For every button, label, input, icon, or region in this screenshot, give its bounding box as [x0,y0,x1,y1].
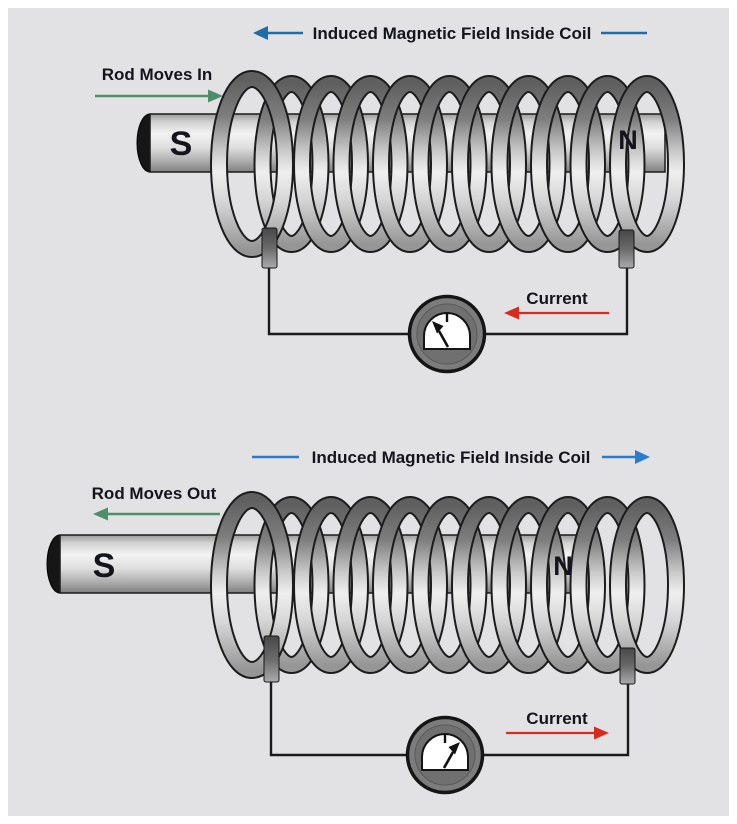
coil-loop [611,498,683,672]
galvanometer-needle [442,742,460,769]
coil-loop [611,77,683,251]
coil-loop [295,498,367,672]
galvanometer [405,715,485,795]
coil-loop [334,498,407,672]
field-label: Induced Magnetic Field Inside Coil [312,448,591,467]
rod-motion-arrow-left-icon [93,507,108,521]
coil-loop [255,77,328,251]
coil-loop [492,77,565,251]
coil-loop [374,498,446,672]
coil-loop [492,498,565,672]
panel-rod-moves-out: Induced Magnetic Field Inside Coil Rod M… [46,448,685,795]
coil-lead-right [619,647,636,685]
pole-north-label: N [553,551,573,581]
current-label: Current [526,289,588,308]
coil-loop [532,498,604,672]
rod-motion-label: Rod Moves In [102,65,213,84]
field-label: Induced Magnetic Field Inside Coil [313,24,592,43]
coil-loop [413,498,486,672]
coil-loop [255,498,328,672]
field-arrow-right-icon [635,450,650,464]
coil-loop [453,77,525,251]
coil-lead-right [618,229,635,269]
coil-loop [212,72,292,256]
coil-lead-left [261,227,278,269]
coil-loop [334,77,407,251]
current-arrow-left-icon [504,306,519,320]
coil-lead-left [263,635,280,683]
pole-south-label: S [170,125,193,163]
rod-motion-arrow-right-icon [208,89,223,103]
current-arrow-right-icon [594,726,609,740]
galvanometer-needle [432,321,450,348]
coil-loop [413,77,486,251]
coil-loop [295,77,367,251]
coil [210,491,685,679]
coil-loop [212,493,292,677]
galvanometer-dial [423,312,471,350]
current-label: Current [526,709,588,728]
coil [210,70,685,258]
coil-loop [571,498,644,672]
coil-loop [374,77,446,251]
galvanometer [407,294,487,374]
pole-north-label: N [618,125,638,155]
panel-rod-moves-in: Induced Magnetic Field Inside Coil Rod M… [95,24,685,374]
coil-loop [532,77,604,251]
pole-south-label: S [93,547,116,585]
coil-loop [453,498,525,672]
rod-motion-label: Rod Moves Out [92,484,217,503]
galvanometer-dial [421,733,469,771]
coil-loop [571,77,644,251]
field-arrow-left-icon [253,26,268,40]
